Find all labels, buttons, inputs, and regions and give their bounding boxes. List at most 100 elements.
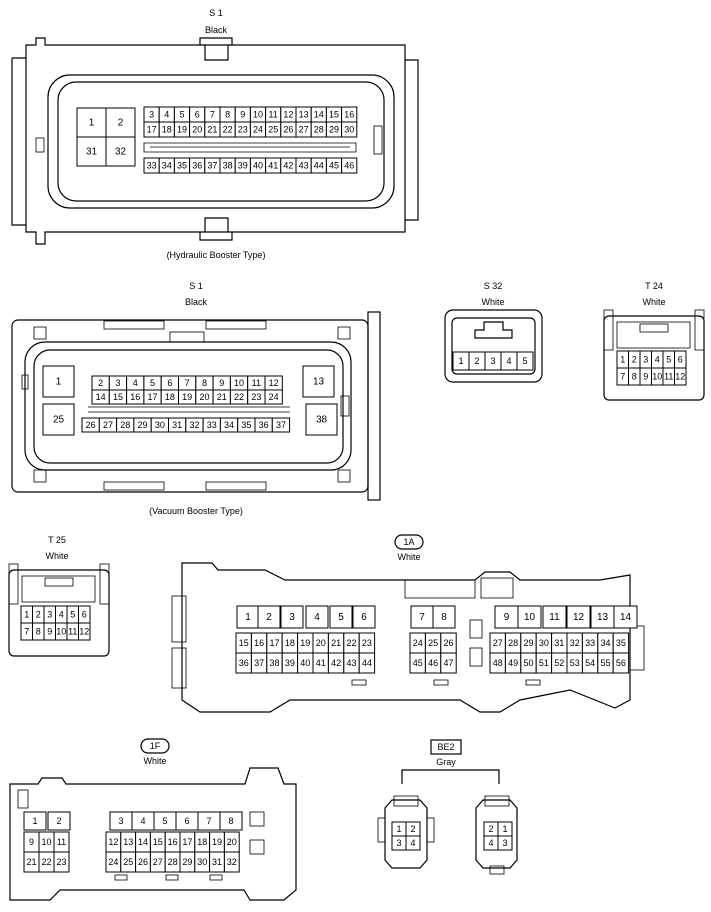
c1f-pin: 25 bbox=[123, 857, 133, 867]
connector-be2-code: BE2 bbox=[437, 742, 454, 752]
s1h-pin: 13 bbox=[299, 110, 309, 120]
c1a-pin: 42 bbox=[331, 658, 341, 668]
s1v-pin: 29 bbox=[138, 420, 148, 430]
s1v-pin: 8 bbox=[202, 378, 207, 388]
s1h-pin: 39 bbox=[238, 161, 248, 171]
s1v-pin: 36 bbox=[259, 420, 269, 430]
c1a-pin: 18 bbox=[285, 638, 295, 648]
c1a-pin: 12 bbox=[573, 612, 585, 623]
s1h-pin: 27 bbox=[299, 125, 309, 135]
c1a-pin: 35 bbox=[616, 638, 626, 648]
s1h-pin: 45 bbox=[329, 161, 339, 171]
s1h-pin: 5 bbox=[179, 110, 184, 120]
c1f-pin: 32 bbox=[227, 857, 237, 867]
be2-pin: 3 bbox=[502, 838, 507, 848]
s1h-pin: 3 bbox=[149, 110, 154, 120]
t25-pin: 12 bbox=[79, 627, 89, 637]
c1a-pin: 9 bbox=[504, 612, 510, 623]
c1f-pin: 10 bbox=[41, 837, 51, 847]
c1f-pin: 9 bbox=[29, 837, 34, 847]
s1h-pin: 42 bbox=[283, 161, 293, 171]
be2-pin: 1 bbox=[396, 824, 401, 834]
s1v-pin: 28 bbox=[120, 420, 130, 430]
s1v-pin: 3 bbox=[115, 378, 120, 388]
s1h-pin-cell bbox=[341, 157, 358, 174]
t24-pin: 6 bbox=[678, 355, 683, 365]
s1v-pin: 27 bbox=[103, 420, 113, 430]
s1v-pin: 21 bbox=[217, 392, 227, 402]
s1v-pin: 25 bbox=[53, 415, 65, 426]
s1v-pin: 19 bbox=[182, 392, 192, 402]
s1h-pin: 11 bbox=[269, 110, 278, 120]
s1h-pin: 43 bbox=[299, 161, 309, 171]
t25-pin: 2 bbox=[36, 610, 41, 620]
connector-be2-color: Gray bbox=[436, 757, 456, 767]
c1a-pin: 32 bbox=[570, 638, 580, 648]
s1v-pin: 12 bbox=[269, 378, 279, 388]
s1v-pin: 20 bbox=[199, 392, 209, 402]
s1h-pin: 9 bbox=[240, 110, 245, 120]
s1h-pin-cell bbox=[105, 136, 136, 167]
s1v-pin: 34 bbox=[224, 420, 234, 430]
c1f-pin: 23 bbox=[56, 857, 66, 867]
c1f-pin: 20 bbox=[227, 837, 237, 847]
be2-pin: 2 bbox=[410, 824, 415, 834]
c1a-pin: 16 bbox=[254, 638, 264, 648]
s1v-pin: 18 bbox=[165, 392, 175, 402]
t24-code: T 24 bbox=[645, 281, 663, 291]
s32-code: S 32 bbox=[484, 281, 503, 291]
c1a-pin: 19 bbox=[300, 638, 310, 648]
c1a-pin: 38 bbox=[269, 658, 279, 668]
t24-pin-cell bbox=[674, 367, 687, 386]
s1v-pin: 26 bbox=[86, 420, 96, 430]
c1a-pin-cell bbox=[566, 605, 591, 629]
t25-pin-cell bbox=[78, 622, 91, 641]
c1a-pin-cell bbox=[329, 605, 353, 629]
c1a-pin-cell bbox=[257, 605, 281, 629]
c1a-pin: 10 bbox=[524, 612, 536, 623]
c1a-pin-cell bbox=[517, 605, 542, 629]
s1-hydraulic-color: Black bbox=[205, 25, 228, 35]
s1h-pin: 23 bbox=[238, 125, 248, 135]
t25-pin: 4 bbox=[59, 610, 64, 620]
s1h-pin: 36 bbox=[192, 161, 202, 171]
s1v-pin-cell bbox=[42, 365, 75, 398]
c1f-pin: 5 bbox=[162, 816, 167, 826]
c1a-pin: 2 bbox=[266, 612, 272, 623]
c1a-pin: 37 bbox=[254, 658, 264, 668]
t24-pin: 8 bbox=[632, 372, 637, 382]
c1f-pin: 11 bbox=[57, 837, 66, 847]
c1f-pin: 6 bbox=[184, 816, 189, 826]
s1h-pin: 15 bbox=[329, 110, 339, 120]
s1v-pin: 17 bbox=[148, 392, 158, 402]
c1a-pin: 14 bbox=[620, 612, 632, 623]
s1v-pin: 10 bbox=[234, 378, 244, 388]
s32-pin: 1 bbox=[458, 356, 463, 366]
c1a-pin: 5 bbox=[338, 612, 344, 623]
t25-color: White bbox=[45, 551, 68, 561]
c1a-pin: 40 bbox=[300, 658, 310, 668]
c1a-pin-cell bbox=[280, 605, 304, 629]
c1f-pin: 21 bbox=[26, 857, 36, 867]
c1a-pin: 26 bbox=[443, 638, 453, 648]
c1f-pin: 12 bbox=[108, 837, 118, 847]
s1v-pin: 22 bbox=[234, 392, 244, 402]
s1v-pin: 7 bbox=[185, 378, 190, 388]
t24-pin: 1 bbox=[620, 355, 625, 365]
c1a-pin: 41 bbox=[316, 658, 326, 668]
s1v-pin: 11 bbox=[252, 378, 261, 388]
s32-pin-cell bbox=[516, 351, 534, 371]
t24-pin: 4 bbox=[655, 355, 660, 365]
s1h-pin: 24 bbox=[253, 125, 263, 135]
connector-be2-tag bbox=[430, 739, 462, 755]
c1a-pin: 22 bbox=[346, 638, 356, 648]
c1a-pin: 27 bbox=[493, 638, 503, 648]
c1a-pin: 54 bbox=[585, 658, 595, 668]
c1f-pin-cell bbox=[223, 851, 240, 873]
t24-pin: 11 bbox=[664, 372, 673, 382]
